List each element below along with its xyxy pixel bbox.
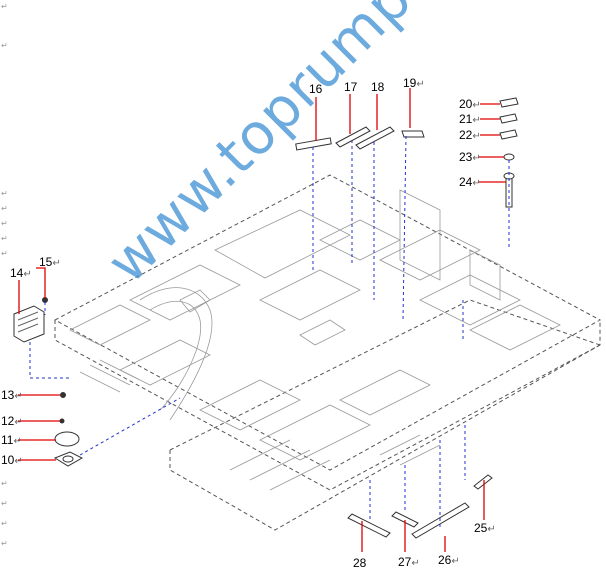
plate-27 (391, 511, 419, 528)
part-15-bolt (42, 297, 48, 303)
label-20: 20↵ (459, 97, 481, 111)
part-21 (499, 113, 518, 124)
frame-detail (69, 189, 561, 491)
label-10: 10↵ (1, 453, 23, 467)
part-20 (499, 97, 519, 108)
part-23-nut (503, 153, 515, 161)
label-17: 17 (344, 80, 358, 94)
label-24: 24↵ (459, 175, 481, 189)
part-14-cover (13, 305, 45, 343)
label-12: 12↵ (1, 414, 23, 428)
paragraph-mark: ↵ (1, 479, 8, 488)
leader-lines (18, 88, 506, 552)
paragraph-mark: ↵ (1, 219, 8, 228)
label-19: 19↵ (403, 76, 425, 90)
label-14: 14↵ (10, 266, 32, 280)
label-16: 16 (309, 82, 323, 96)
label-15: 15↵ (39, 255, 61, 269)
plate-28 (347, 513, 391, 538)
label-18: 18 (371, 80, 385, 94)
label-11: 11↵ (1, 433, 22, 447)
plate-18 (355, 126, 395, 150)
label-21: 21↵ (459, 112, 481, 126)
label-26: 26↵ (438, 553, 460, 567)
assembly-lines (29, 135, 510, 530)
floor-plates (295, 126, 425, 151)
part-11-cap (54, 431, 80, 447)
side-parts (13, 297, 84, 467)
paragraph-mark: ↵ (1, 204, 8, 213)
plate-17 (335, 126, 371, 148)
paragraph-mark: ↵ (1, 539, 8, 548)
plate-19 (401, 130, 425, 138)
label-23: 23↵ (459, 150, 481, 164)
paragraph-mark: ↵ (1, 499, 8, 508)
plate-25 (473, 474, 493, 490)
paragraph-mark: ↵ (1, 519, 8, 528)
paragraph-mark: ↵ (1, 249, 8, 258)
label-27: 27↵ (398, 555, 420, 569)
paragraph-mark: ↵ (1, 2, 8, 11)
paragraph-mark: ↵ (1, 189, 8, 198)
paragraph-mark: ↵ (1, 234, 8, 243)
part-13-bolt (60, 392, 66, 398)
part-12-bolt (59, 418, 65, 424)
frame-outline (53, 174, 602, 531)
plate-16 (295, 137, 332, 151)
paragraph-mark: ↵ (1, 41, 8, 50)
label-25: 25↵ (474, 521, 496, 535)
label-28: 28 (353, 556, 367, 570)
label-22: 22↵ (459, 128, 481, 142)
label-13: 13↵ (1, 388, 23, 402)
part-22 (499, 129, 518, 140)
